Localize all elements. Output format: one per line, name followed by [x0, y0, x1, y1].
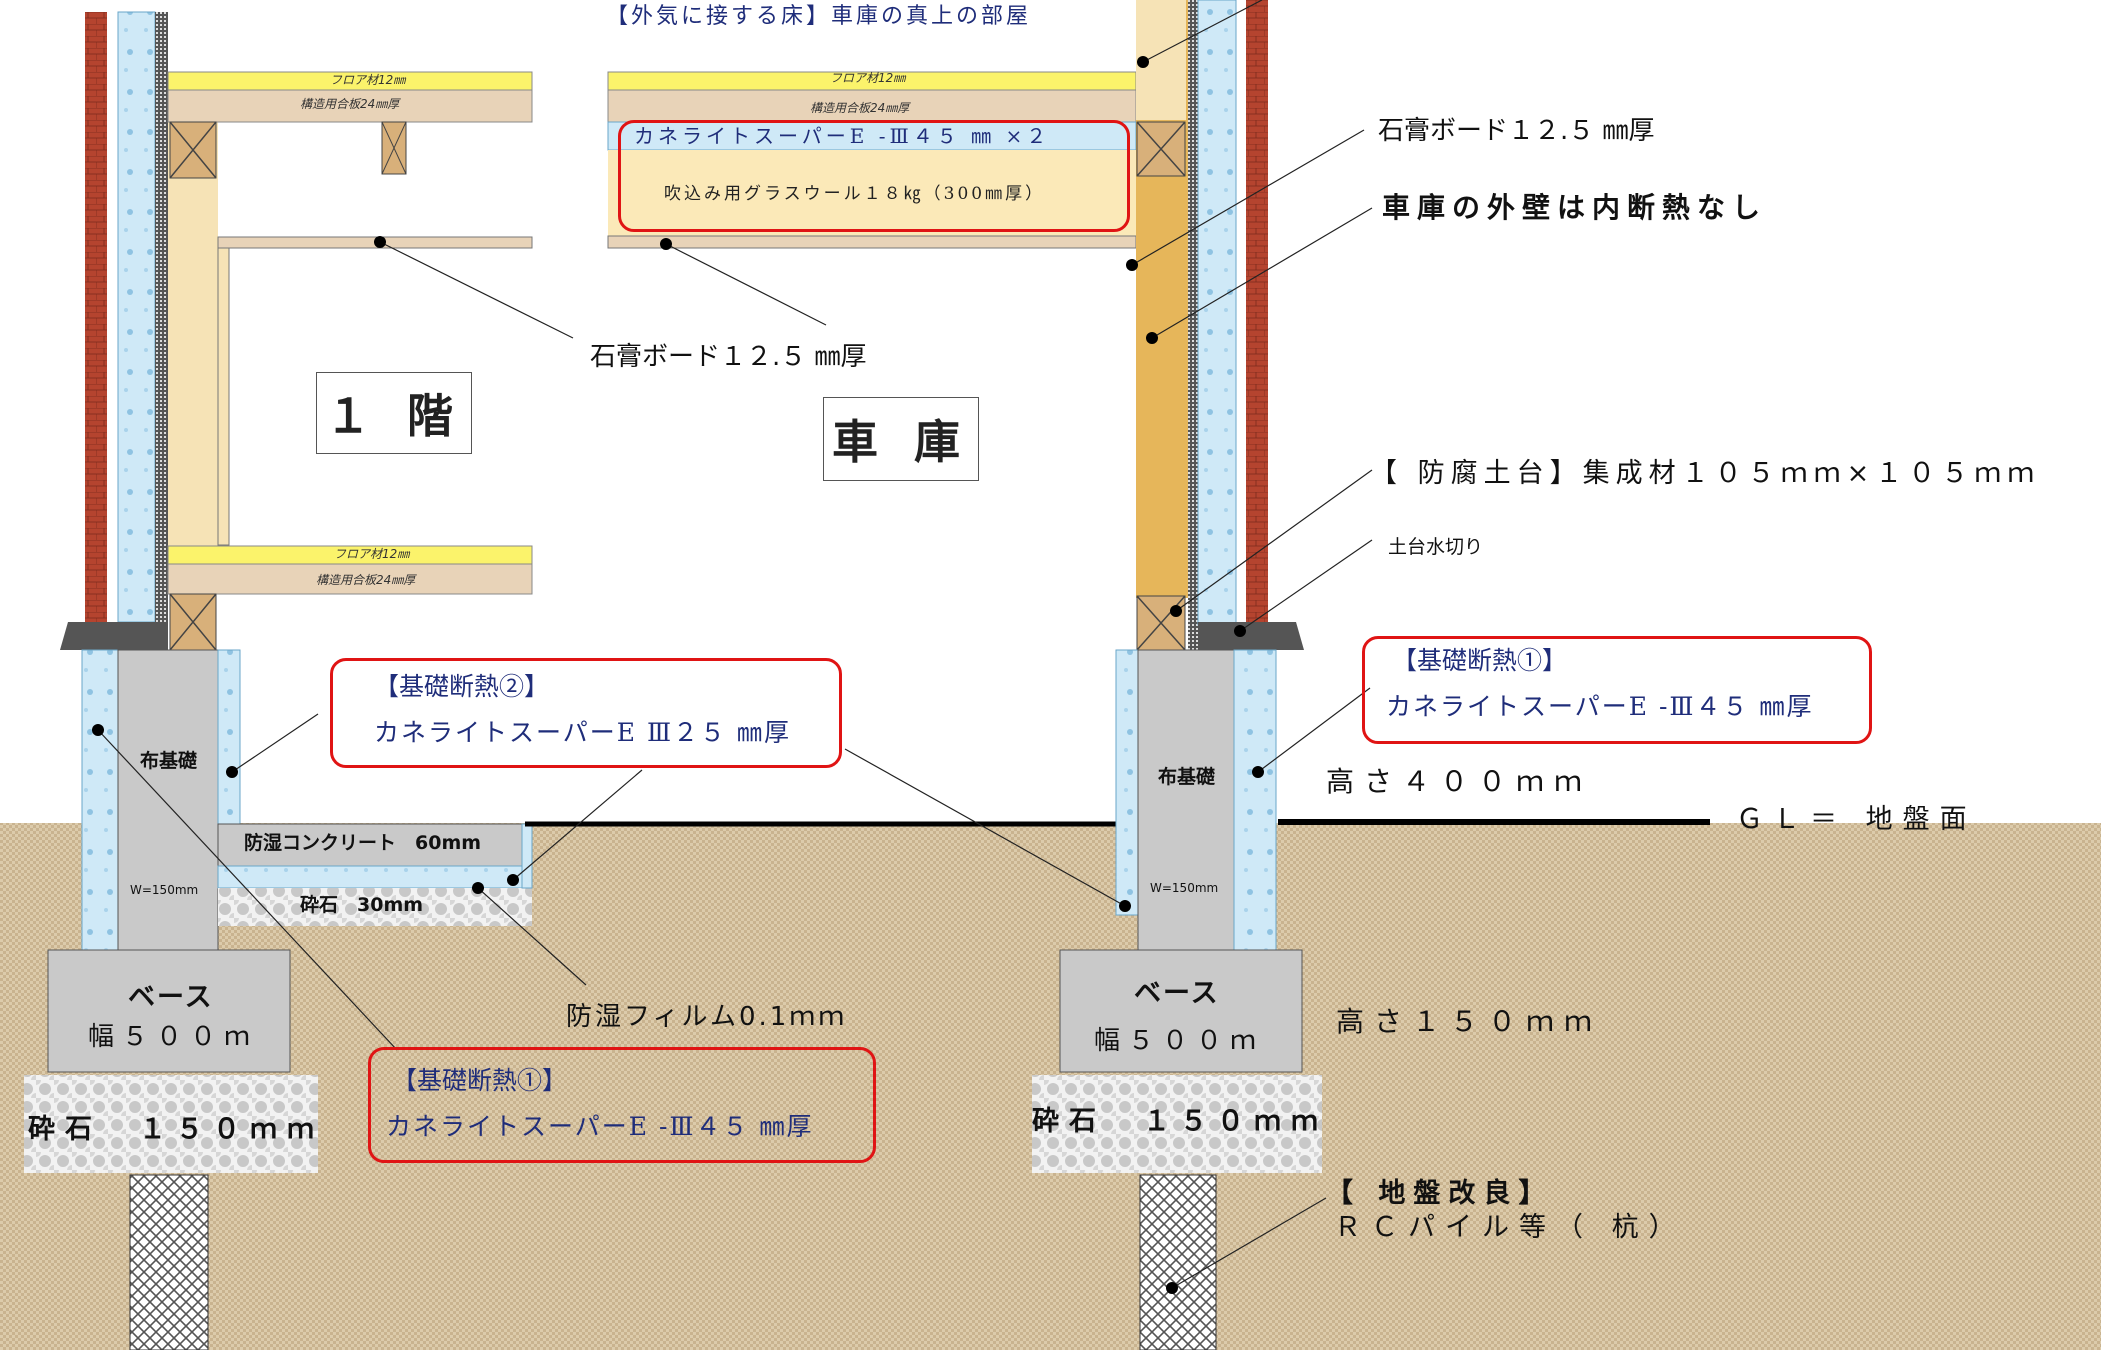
- right-base-title: ベース: [1134, 978, 1220, 1009]
- height-150-callout: 高さ１５０ｍｍ: [1336, 1005, 1603, 1038]
- left-upper-beam-cross: [169, 121, 217, 179]
- right-gravel-150-label: 砕石 １５０ｍｍ: [1032, 1106, 1328, 1137]
- center-insulation-highlight: [618, 120, 1130, 232]
- room-label-floor1: １ 階: [316, 372, 472, 454]
- left-upper-plywood-label: 構造用合板24㎜厚: [300, 97, 400, 111]
- right-nuno-kiso-label: 布基礎: [1158, 766, 1216, 788]
- center-plywood: [607, 89, 1137, 123]
- left-brick-cladding: [85, 12, 107, 622]
- left-lower-flooring-label: フロア材12㎜: [334, 547, 410, 561]
- gl-callout: ＧＬ＝ 地盤面: [1736, 804, 1977, 835]
- left-gravel-150-label: 砕石 １５０ｍｍ: [28, 1114, 324, 1145]
- garage-wall-callout: 車庫の外壁は内断熱なし: [1382, 191, 1768, 224]
- right-brick-cladding: [1246, 0, 1268, 622]
- ground-improve-text: ＲＣパイル等（ 杭）: [1334, 1212, 1686, 1243]
- room-label-garage: 車 庫: [823, 397, 979, 481]
- left-sill-flashing: [60, 622, 168, 650]
- leader-dots: [92, 56, 1264, 1294]
- right-foundation-wall: [1137, 649, 1235, 951]
- left-pile: [129, 1174, 209, 1350]
- left-lower-plywood: [167, 563, 533, 595]
- gypsum-right-callout: 石膏ボード１２.５ ㎜厚: [1378, 116, 1655, 146]
- slab-gravel: [218, 888, 532, 926]
- kiso2-title: 【基礎断熱②】: [374, 672, 550, 701]
- left-inner-wall-board: [217, 244, 230, 546]
- left-nuno-kiso-label: 布基礎: [140, 750, 198, 772]
- sill-flashing-callout: 土台水切り: [1388, 536, 1484, 558]
- left-foundation-wall: [117, 649, 219, 951]
- left-foundation-inner-ins: [217, 649, 241, 826]
- right-sill-flashing: [1198, 622, 1304, 650]
- left-wall-insulation: [117, 11, 156, 623]
- damp-concrete-label: 防湿コンクリート 60mm: [244, 832, 482, 854]
- slab-insulation: [217, 865, 533, 889]
- right-wall-sheathing: [1188, 0, 1198, 650]
- leader-lines: [97, 0, 1373, 1289]
- center-kaneraite-label: カネライトスーパーE -Ⅲ４５ ㎜ ×２: [634, 124, 1051, 148]
- left-wall-stud-cavity: [168, 120, 218, 550]
- right-gravel-base: [1032, 1075, 1322, 1173]
- damp-proof-concrete: [217, 823, 533, 867]
- center-flooring-label: フロア材12㎜: [830, 71, 906, 85]
- kiso1-left-title: 【基礎断熱①】: [392, 1066, 568, 1095]
- damp-film-callout: 防湿フィルム0.1ｍｍ: [566, 1002, 848, 1032]
- left-wall-sheathing: [155, 12, 168, 622]
- kiso1-left-callout-box: [368, 1047, 876, 1163]
- right-wall-insulation: [1197, 0, 1237, 626]
- sill-callout: 【 防腐土台】集成材１０５ｍｍ×１０５ｍｍ: [1370, 458, 2041, 489]
- height-400-callout: 高さ４００ｍｍ: [1326, 765, 1593, 798]
- right-pile: [1139, 1174, 1217, 1350]
- left-footing-base: [47, 949, 291, 1073]
- left-upper-plywood: [167, 89, 533, 123]
- slab-gravel-label: 砕石 30mm: [300, 894, 424, 916]
- ground-improve-title: 【 地盤改良】: [1326, 1178, 1554, 1209]
- left-lower-plywood-label: 構造用合板24㎜厚: [316, 573, 416, 587]
- right-foundation-inner-ins: [1115, 649, 1139, 916]
- right-footing-base: [1059, 949, 1303, 1073]
- right-base-width: 幅５００ｍ: [1094, 1026, 1265, 1056]
- center-glasswool-label: 吹込み用グラスウール１８㎏（300㎜厚）: [664, 184, 1046, 204]
- left-base-title: ベース: [128, 982, 214, 1013]
- slab-ins-return: [521, 823, 533, 889]
- kiso1-left-text: カネライトスーパーE -Ⅲ４５ ㎜厚: [386, 1112, 814, 1141]
- gypsum-center-callout: 石膏ボード１２.５ ㎜厚: [590, 342, 867, 372]
- center-ceiling-board: [607, 235, 1137, 249]
- right-width-label: W=150mm: [1150, 881, 1219, 895]
- center-plywood-label: 構造用合板24㎜厚: [810, 101, 910, 115]
- exterior-floor-caption: 【外気に接する床】車庫の真上の部屋: [606, 4, 1032, 29]
- kiso1-right-callout-box: [1362, 636, 1872, 744]
- kiso1-right-title: 【基礎断熱①】: [1392, 646, 1568, 675]
- left-base-width: 幅５００ｍ: [88, 1022, 259, 1052]
- kiso1-right-text: カネライトスーパーE -Ⅲ４５ ㎜厚: [1386, 692, 1814, 721]
- kiso2-text: カネライトスーパーE Ⅲ２５ ㎜厚: [374, 718, 792, 747]
- kiso2-callout-box: [330, 658, 842, 768]
- left-gravel-base: [24, 1075, 318, 1173]
- center-glasswool: [608, 150, 1136, 236]
- left-upper-flooring-label: フロア材12㎜: [330, 73, 406, 87]
- left-foundation-outer-ins: [81, 649, 119, 951]
- right-foundation-outer-ins: [1233, 649, 1277, 951]
- left-width-label: W=150mm: [130, 883, 199, 897]
